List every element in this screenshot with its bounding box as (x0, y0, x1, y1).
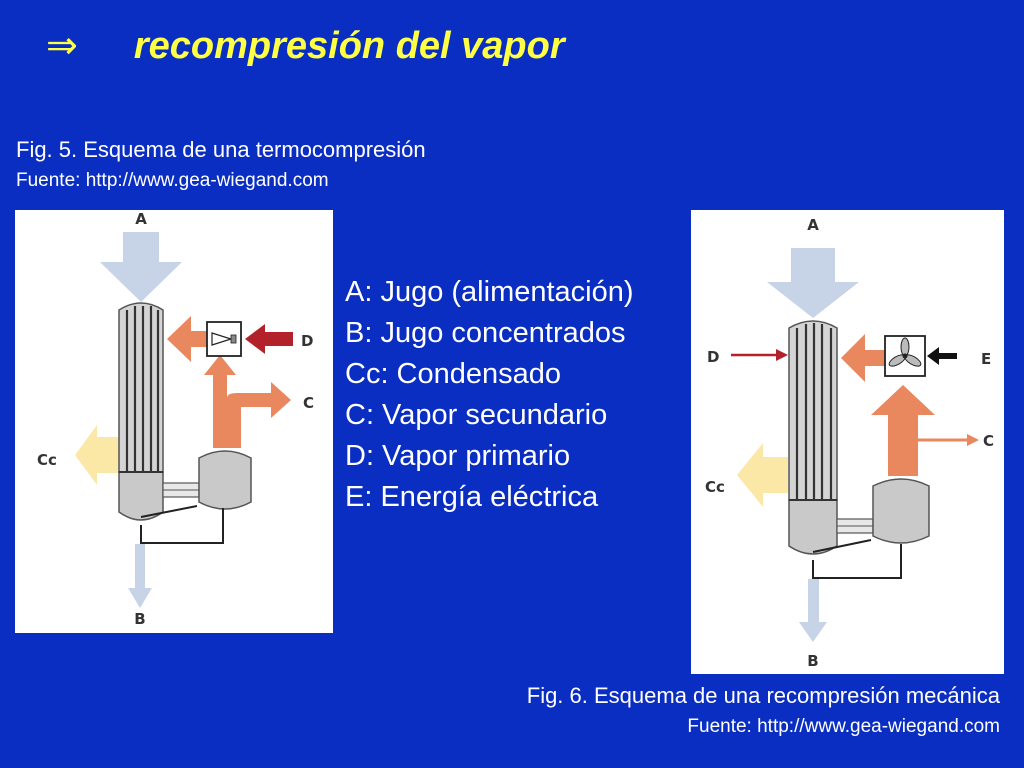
legend-item: C: Vapor secundario (345, 399, 608, 431)
figure6-caption: Fig. 6. Esquema de una recompresión mecá… (526, 683, 1000, 708)
primary-steam-arrow-d (245, 324, 293, 354)
secondary-steam-arrow-c (204, 355, 291, 448)
implies-arrow-icon: ⇒ (46, 23, 78, 67)
label-a: A (807, 216, 819, 234)
feed-arrow-a (767, 248, 859, 318)
label-cc: Cc (37, 451, 57, 469)
feed-arrow-a (100, 232, 182, 302)
legend-item: A: Jugo (alimentación) (345, 276, 634, 308)
label-c: C (983, 432, 994, 450)
label-a: A (135, 210, 147, 228)
product-arrow-b (799, 579, 827, 642)
figure5-source: Fuente: http://www.gea-wiegand.com (16, 170, 329, 191)
compressed-steam-arrow (841, 334, 885, 382)
label-b: B (807, 652, 818, 670)
secondary-steam-arrow (871, 385, 935, 476)
separator-vessel (872, 478, 930, 544)
energy-arrow-e (927, 347, 957, 365)
thermocompression-schematic: A Cc B C D (37, 210, 314, 628)
figure5-caption: Fig. 5. Esquema de una termocompresión (16, 137, 426, 162)
legend-item: D: Vapor primario (345, 440, 571, 472)
evaporator-column (118, 302, 164, 473)
legend-item: Cc: Condensado (345, 358, 562, 390)
evaporator-bottom (788, 499, 838, 555)
condensate-arrow-cc (75, 425, 120, 485)
label-cc: Cc (705, 478, 725, 496)
motive-steam-arrow (167, 316, 207, 362)
label-d: D (301, 332, 313, 350)
legend-item: B: Jugo concentrados (345, 317, 626, 349)
slide-title-text: recompresión del vapor (133, 25, 565, 67)
figure6-diagram: A D Cc B C (691, 210, 1004, 674)
fan-icon (888, 337, 922, 367)
figure5-diagram: A Cc B C D (15, 210, 333, 633)
label-d: D (707, 348, 719, 366)
condensate-arrow-cc (737, 443, 788, 507)
mechanical-recompression-schematic: A D Cc B C (705, 216, 994, 670)
label-b: B (134, 610, 145, 628)
figure6-source: Fuente: http://www.gea-wiegand.com (687, 716, 1000, 737)
separator-vessel (198, 450, 252, 510)
slide-title: ⇒ recompresión del vapor (46, 26, 565, 65)
legend-item: E: Energía eléctrica (345, 481, 599, 513)
evaporator-bottom (118, 471, 164, 521)
label-e: E (981, 350, 991, 368)
product-arrow-b (128, 544, 152, 608)
label-c: C (303, 394, 314, 412)
legend-list: A: Jugo (alimentación) B: Jugo concentra… (345, 272, 634, 518)
